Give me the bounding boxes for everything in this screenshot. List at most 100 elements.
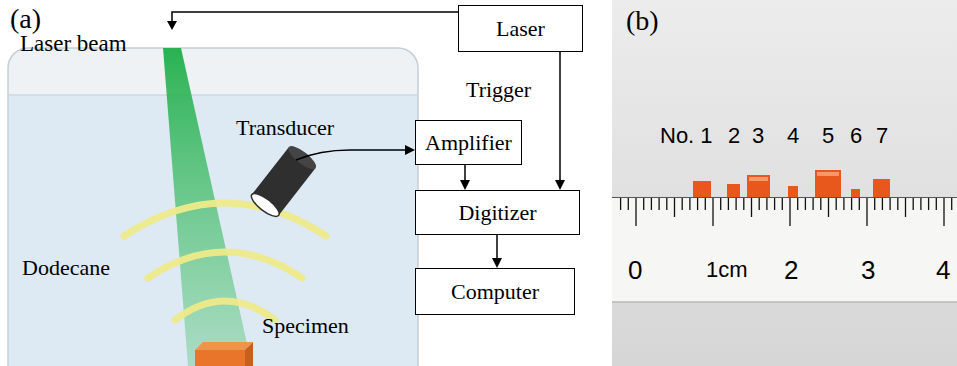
ruler-tick: [859, 198, 860, 210]
callout-number: 3: [752, 124, 764, 148]
ruler-number: 4: [936, 256, 950, 285]
cube: [788, 186, 798, 197]
process-box: Laser: [458, 5, 583, 52]
process-box: Amplifier: [415, 120, 522, 165]
callout-number: 5: [822, 124, 834, 148]
connector-line: [464, 165, 466, 181]
connector-line: [559, 52, 561, 181]
ruler-tick: [728, 198, 729, 210]
ruler-tick: [928, 198, 929, 210]
ruler-tick: [843, 198, 844, 210]
cube: [873, 179, 890, 197]
arrow-head: [167, 21, 177, 30]
ruler-tick: [936, 198, 937, 210]
ruler-tick: [836, 198, 837, 210]
ruler-edge: [612, 301, 957, 303]
ruler-tick: [766, 198, 767, 210]
ruler-tick: [874, 198, 875, 210]
ruler-tick: [712, 198, 713, 226]
ruler-tick: [812, 198, 813, 210]
ruler-tick: [913, 198, 914, 210]
wave-arc: [175, 301, 275, 320]
ruler-number: 1cm: [706, 258, 748, 282]
ruler-tick: [897, 198, 898, 210]
ruler-tick: [735, 198, 736, 210]
cube: [815, 170, 841, 197]
callout-number: 4: [787, 124, 799, 148]
signal-arrow: [460, 165, 470, 190]
ruler-number: 3: [861, 256, 875, 285]
callout-number: 6: [850, 124, 862, 148]
ruler-body: [612, 197, 957, 302]
ruler-tick: [651, 198, 652, 210]
ruler-tick: [658, 198, 659, 210]
ruler-tick: [628, 198, 629, 210]
ruler-tick: [920, 198, 921, 210]
ruler-tick: [805, 198, 806, 210]
specimen-cubes: [693, 170, 890, 197]
ruler-ticks: [621, 198, 952, 226]
edge-label: Trigger: [466, 78, 531, 102]
specimen-top: [195, 342, 253, 350]
ruler-tick: [635, 198, 636, 226]
specimen-front: [195, 350, 245, 366]
ruler-tick: [951, 198, 952, 210]
arrow-head: [405, 145, 415, 155]
specimen-side: [245, 342, 253, 366]
ruler-tick: [828, 198, 829, 217]
cable: [296, 150, 405, 160]
part-label: Dodecane: [22, 256, 110, 280]
process-box: Digitizer: [415, 190, 580, 235]
part-label: Transducer: [236, 116, 334, 140]
ruler-tick: [866, 198, 867, 226]
ruler-tick: [851, 198, 852, 210]
ruler-tick: [820, 198, 821, 210]
wave-arc: [148, 252, 302, 278]
transducer-face: [248, 190, 282, 220]
callout-number: 7: [876, 124, 888, 148]
signal-arrow: [492, 235, 502, 268]
part-label: Laser beam: [20, 31, 127, 56]
arrow-head: [492, 258, 502, 268]
ruler-tick: [689, 198, 690, 210]
arrow-head: [460, 180, 470, 190]
cube: [747, 175, 770, 197]
part-label: Specimen: [262, 314, 349, 338]
ruler-tick: [620, 198, 621, 210]
arrow-head: [555, 180, 565, 190]
ruler-tick: [751, 198, 752, 217]
ruler-tick: [705, 198, 706, 210]
panel-label: (b): [626, 6, 659, 37]
signal-arrow: [555, 52, 565, 190]
cube: [727, 184, 740, 197]
box-label: Digitizer: [458, 200, 536, 226]
wave-arc: [124, 203, 326, 236]
ruler-tick: [720, 198, 721, 210]
ultrasound-waves: [124, 203, 326, 320]
box-label: Amplifier: [425, 130, 512, 156]
box-label: Computer: [451, 279, 539, 305]
box-label: Laser: [496, 16, 545, 42]
cube: [693, 181, 711, 197]
ruler-tick: [697, 198, 698, 210]
panel-label: (a): [10, 4, 41, 35]
cube-highlight: [817, 172, 839, 176]
transducer-symbol: [248, 142, 319, 220]
ruler-tick: [682, 198, 683, 210]
cube: [851, 189, 860, 197]
ruler-number: 0: [628, 256, 642, 285]
liquid-surface: [9, 94, 417, 96]
ruler-tick: [643, 198, 644, 210]
tank: [8, 48, 418, 366]
ruler-tick: [674, 198, 675, 217]
ruler-tick: [905, 198, 906, 217]
ruler-edge: [612, 197, 957, 198]
ruler-tick: [797, 198, 798, 210]
beam-pointer: [172, 12, 458, 22]
ruler-tick: [666, 198, 667, 210]
cube-highlight: [749, 177, 768, 181]
ruler-number: 2: [784, 256, 798, 285]
process-box: Computer: [415, 268, 575, 315]
ruler-tick: [774, 198, 775, 210]
